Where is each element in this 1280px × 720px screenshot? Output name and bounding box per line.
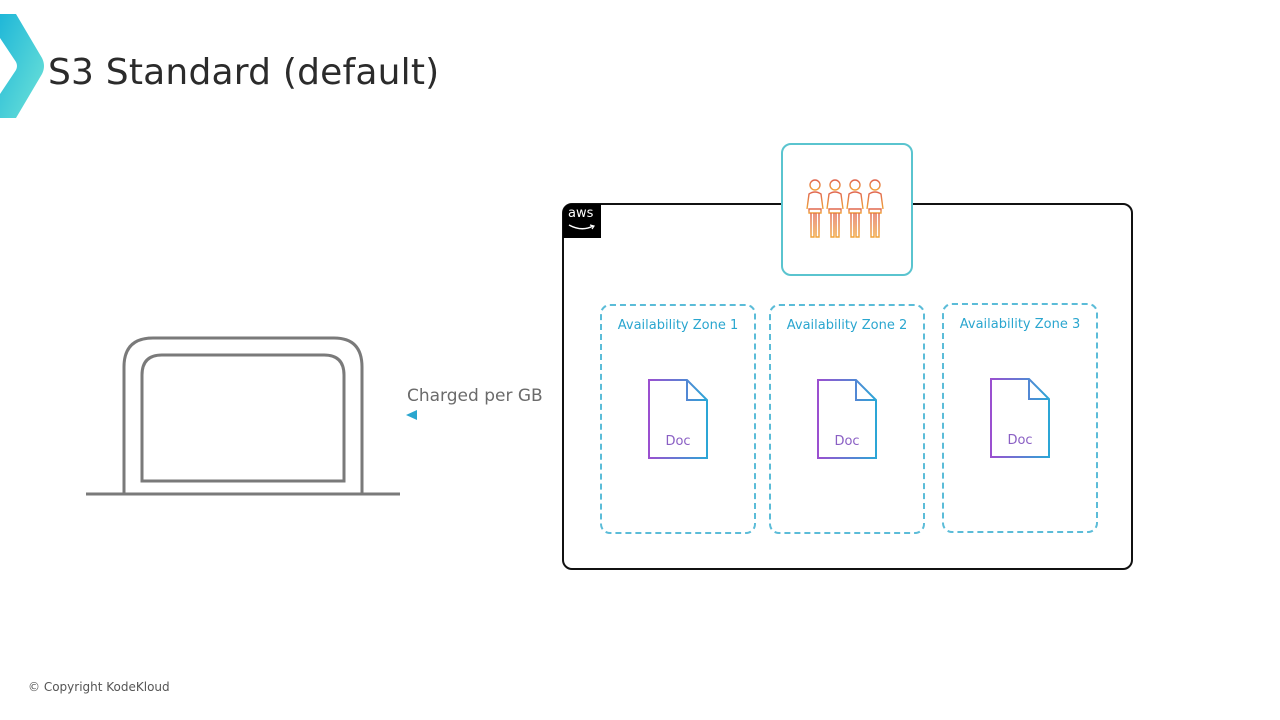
zone-label: Availability Zone 3 [959,317,1081,332]
doc-label: Doc [1007,433,1033,448]
availability-zone-3: Availability Zone 3 Doc [942,303,1098,533]
aws-smile-icon [568,224,595,230]
zone-label: Availability Zone 1 [617,318,739,333]
aws-logo-text: aws [568,206,594,221]
doc-label: Doc [834,434,860,449]
copyright-text: © Copyright KodeKloud [28,680,170,694]
doc-label: Doc [665,434,691,449]
availability-zone-1: Availability Zone 1 Doc [600,304,756,534]
slide-title: S3 Standard (default) [48,52,440,93]
users-box [781,143,913,276]
aws-logo: aws [563,204,601,238]
doc-icon: Doc [647,378,709,460]
arrow-left-icon [406,410,552,420]
zone-label: Availability Zone 2 [786,318,908,333]
charge-label: Charged per GB [407,386,543,406]
users-group-icon [806,179,884,238]
availability-zone-2: Availability Zone 2 Doc [769,304,925,534]
brand-chevron-icon [0,14,44,118]
doc-icon: Doc [816,378,878,460]
laptop-icon [86,336,400,496]
doc-icon: Doc [989,377,1051,459]
